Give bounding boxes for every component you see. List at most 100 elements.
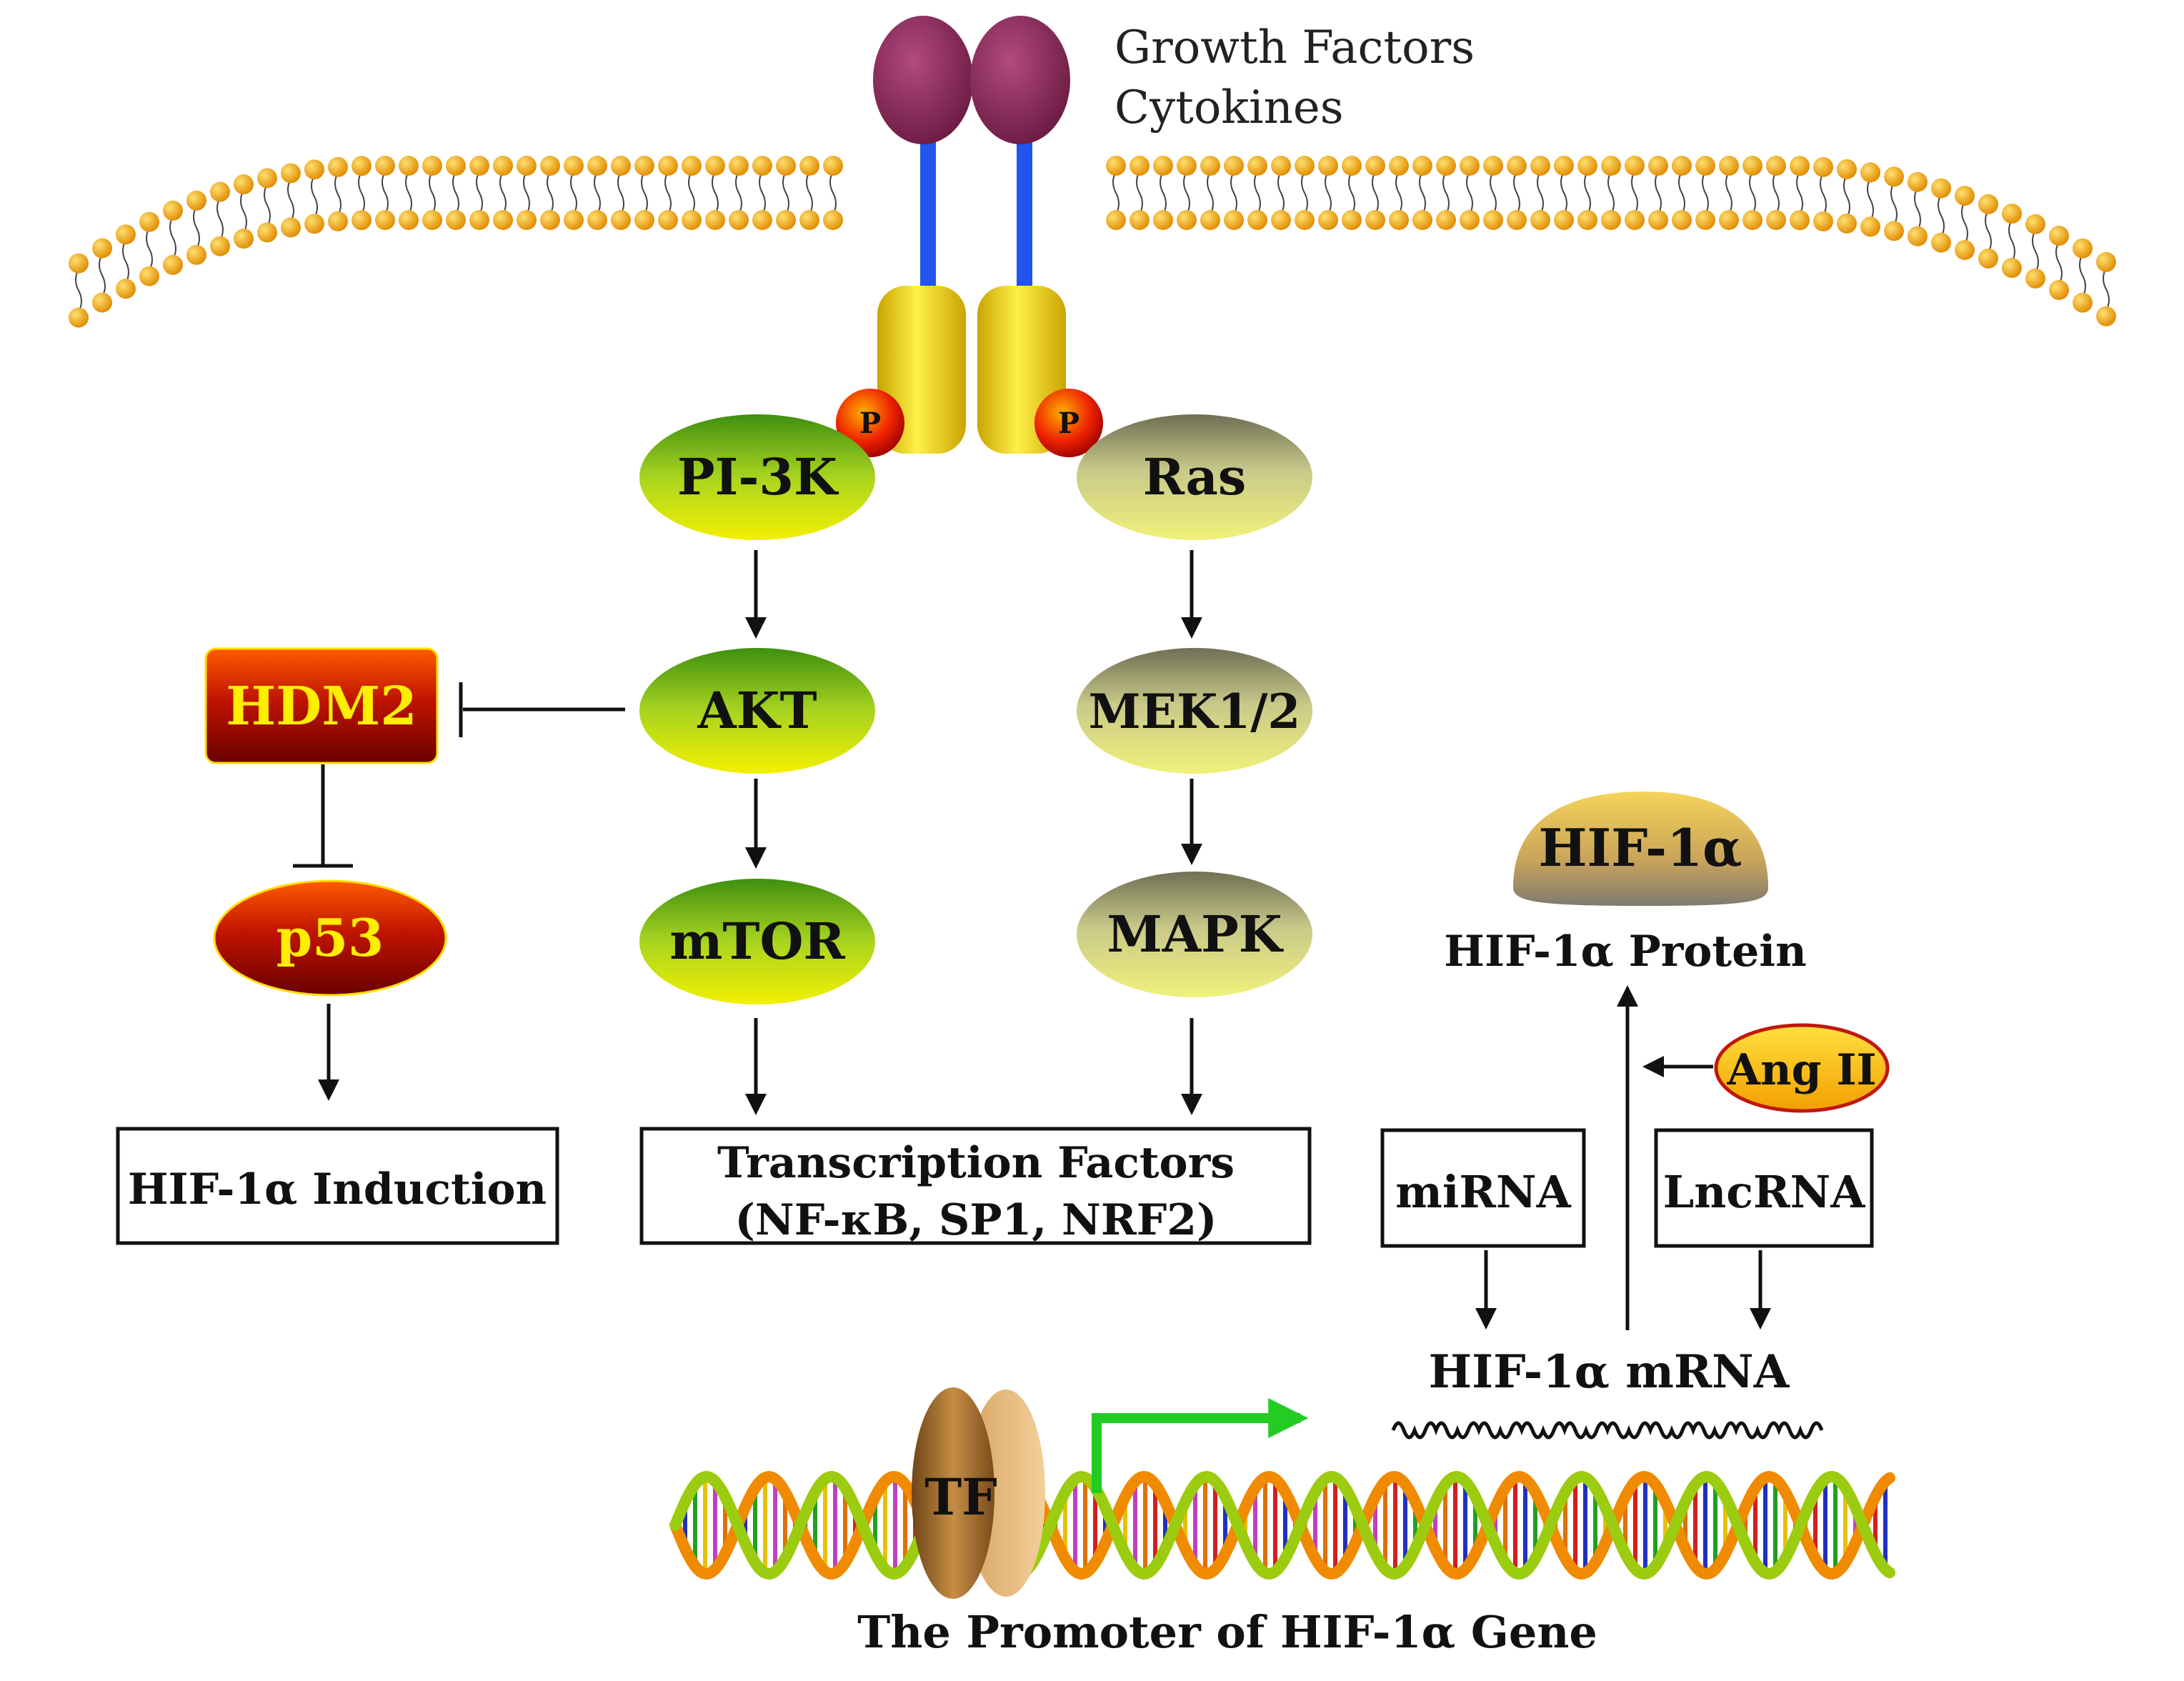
lipid-head xyxy=(1130,156,1150,176)
lipid-head xyxy=(1719,210,1739,230)
dna-strand xyxy=(669,1470,1895,1580)
mek-label: MEK1/2 xyxy=(1089,684,1301,739)
lipid-head xyxy=(1931,178,1951,199)
lipid-head xyxy=(2073,292,2093,313)
lipid-head xyxy=(116,279,136,299)
lipid-head xyxy=(1695,210,1715,230)
lipid-tail xyxy=(1348,171,1355,215)
lipid-tail xyxy=(169,216,176,260)
lipid-tail xyxy=(146,227,153,271)
lipid-tail xyxy=(122,239,129,284)
lipid-head xyxy=(634,156,654,176)
lipid-head xyxy=(2025,268,2045,289)
lipid-head xyxy=(304,159,324,180)
lipid-head xyxy=(234,174,254,195)
lipid-head xyxy=(611,210,631,230)
lipid-head xyxy=(210,236,230,256)
lipid-tail xyxy=(594,171,601,215)
pi3k-node xyxy=(639,414,875,540)
lipid-head xyxy=(823,210,843,230)
hdm2-label: HDM2 xyxy=(226,676,417,737)
lipid-tail xyxy=(1796,171,1803,215)
lipid-tail xyxy=(2032,229,2039,274)
lipid-head xyxy=(1554,156,1574,176)
lipid-tail xyxy=(712,171,719,215)
lipid-head xyxy=(729,210,749,230)
receptor-stalk-left xyxy=(920,136,936,321)
lipid-tail xyxy=(2008,219,2015,263)
lipid-tail xyxy=(1513,171,1520,215)
lipid-head xyxy=(1813,211,1833,231)
lipid-head xyxy=(1153,156,1173,176)
lipid-tail xyxy=(1325,171,1332,215)
lncrna-box xyxy=(1654,1128,1874,1248)
lipid-tail xyxy=(1725,171,1732,215)
phospho-right xyxy=(1034,389,1103,457)
lipid-head xyxy=(2049,225,2069,246)
lipid-head xyxy=(1106,210,1126,230)
lipid-head xyxy=(634,210,654,230)
phospho-left xyxy=(836,389,904,457)
lipid-head xyxy=(1790,210,1810,231)
lipid-head xyxy=(328,211,348,231)
lipid-tail xyxy=(570,171,577,215)
promoter-arrow xyxy=(1092,1398,1309,1493)
lipid-head xyxy=(1766,210,1786,230)
lipid-tail xyxy=(1772,171,1780,215)
transcription-factors-line1: Transcription Factors xyxy=(717,1138,1235,1188)
lipid-tail xyxy=(452,171,459,215)
lipid-head xyxy=(1955,185,1975,206)
lipid-head xyxy=(1577,156,1597,176)
lipid-head xyxy=(1224,210,1244,230)
lipid-tail xyxy=(617,171,624,215)
lipid-tail xyxy=(382,171,389,215)
lipid-head xyxy=(658,156,678,176)
lipid-tail xyxy=(664,171,672,215)
lipid-head xyxy=(304,214,324,234)
hif-protein-label: HIF-1α Protein xyxy=(1444,927,1806,977)
lipid-head xyxy=(1648,210,1668,230)
lipid-head xyxy=(517,210,537,230)
lipid-head xyxy=(351,156,372,176)
lipid-head xyxy=(1813,156,1833,177)
lipid-head xyxy=(1978,248,1998,269)
lipid-tail xyxy=(523,171,530,215)
tf-label: TF xyxy=(924,1467,997,1527)
lipid-head xyxy=(1554,210,1574,230)
mtor-node xyxy=(639,879,875,1004)
lipid-tail xyxy=(1160,171,1167,215)
lipid-tail xyxy=(1631,171,1638,215)
lipid-head xyxy=(422,156,442,176)
mapk-node xyxy=(1077,872,1312,997)
lipid-head xyxy=(1365,210,1385,230)
lipid-tail xyxy=(1655,171,1662,215)
p53-label: p53 xyxy=(276,907,384,968)
mek-node xyxy=(1077,648,1312,774)
lipid-head xyxy=(776,156,796,176)
lipid-head xyxy=(69,307,89,328)
lipid-head xyxy=(1955,239,1975,260)
lipid-tail xyxy=(1584,171,1591,215)
lipid-head xyxy=(1389,210,1409,230)
lipid-tail xyxy=(759,171,766,215)
lipid-head xyxy=(493,156,513,176)
lipid-tail xyxy=(1843,174,1850,219)
lipid-head xyxy=(351,210,372,231)
lipid-head xyxy=(1412,210,1432,230)
lipid-head xyxy=(399,156,419,176)
promoter-label: The Promoter of HIF-1α Gene xyxy=(857,1606,1597,1658)
lipid-tail xyxy=(641,171,648,215)
lipid-head xyxy=(1601,210,1621,230)
mirna-label: miRNA xyxy=(1395,1166,1571,1218)
lipid-head xyxy=(1577,210,1597,230)
lipid-head xyxy=(564,210,584,230)
lipid-head xyxy=(469,210,489,230)
lipid-tail xyxy=(806,171,813,215)
lipid-head xyxy=(493,210,513,230)
lipid-head xyxy=(1483,210,1503,230)
lipid-head xyxy=(1719,156,1739,176)
lipid-tail xyxy=(1442,171,1450,215)
lipid-tail xyxy=(1112,171,1120,215)
lipid-head xyxy=(1247,210,1267,230)
lipid-head xyxy=(1247,156,1267,176)
